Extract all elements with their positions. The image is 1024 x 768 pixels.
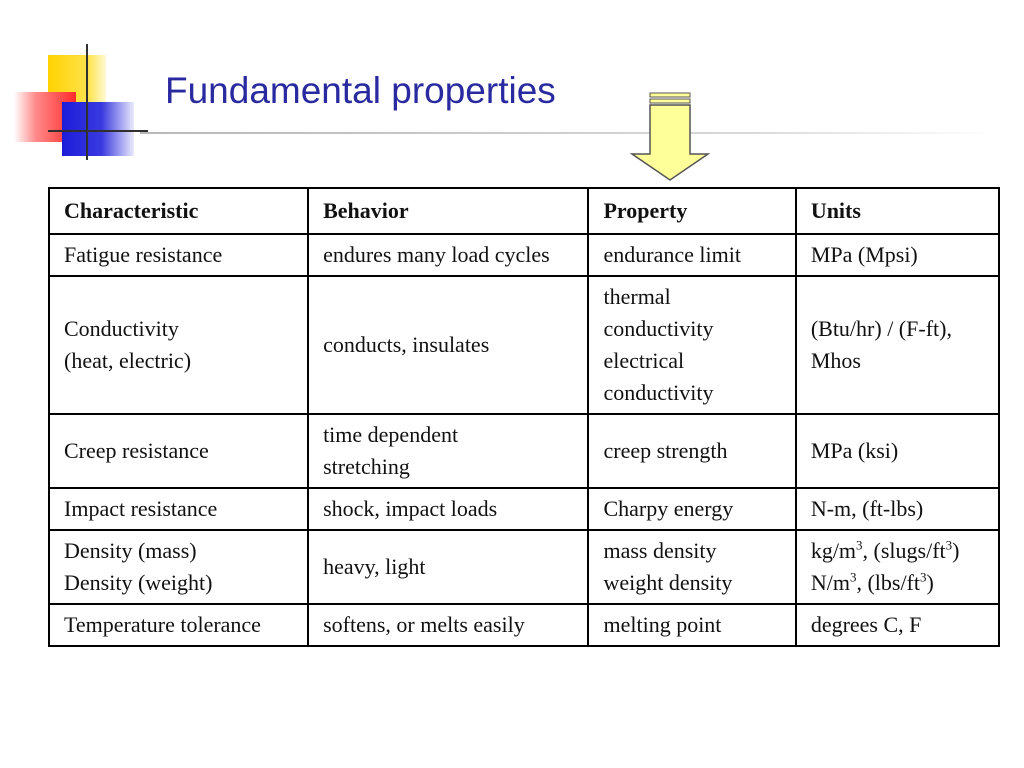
title-underline [140,132,1000,134]
cell-line: Fatigue resistance [64,242,223,267]
cell-line: Charpy energy [603,496,734,521]
unit-text: N/m [810,570,850,595]
cell-line: melting point [603,612,722,637]
cell-characteristic: Temperature tolerance [47,603,310,647]
cell-property: Charpy energy [587,487,797,531]
cell-line: endures many load cycles [323,242,550,267]
cell-line: time dependent [323,422,459,447]
cell-characteristic: Density (mass) Density (weight) [47,529,310,605]
cell-line: Impact resistance [64,496,218,521]
colored-squares-logo-icon [0,0,160,170]
cell-line: N-m, (ft-lbs) [810,496,924,521]
header-characteristic: Characteristic [47,187,310,235]
cell-line: Density (weight) [64,570,213,595]
header-units: Units [794,187,1001,235]
cell-units: degrees C, F [794,603,1001,647]
cell-line: conducts, insulates [323,332,490,357]
logo-horizontal-line [48,130,148,132]
cell-line: weight density [603,570,733,595]
table-row: Temperature tolerance softens, or melts … [47,603,1001,647]
cell-line: conductivity [603,380,714,405]
cell-characteristic: Conductivity (heat, electric) [47,275,310,415]
cell-characteristic: Fatigue resistance [47,233,310,277]
properties-table: Characteristic Behavior Property Units F… [47,187,1001,647]
cell-line: (Btu/hr) / (F-ft), [810,316,952,341]
cell-line: (heat, electric) [64,348,192,373]
cell-units: MPa (ksi) [794,413,1001,489]
cell-characteristic: Impact resistance [47,487,310,531]
cell-property: creep strength [587,413,797,489]
cell-line: Mhos [810,348,861,373]
unit-text: ) [952,538,960,563]
cell-line: MPa (Mpsi) [810,242,918,267]
cell-line: kg/m3, (slugs/ft3) [811,535,984,567]
cell-line: N/m3, (lbs/ft3) [811,567,984,599]
cell-line: heavy, light [323,554,426,579]
cell-behavior: endures many load cycles [307,233,590,277]
cell-units: kg/m3, (slugs/ft3) N/m3, (lbs/ft3) [794,529,1001,605]
unit-text: kg/m [810,538,857,563]
page-title: Fundamental properties [165,70,556,111]
cell-property: endurance limit [587,233,797,277]
cell-behavior: heavy, light [307,529,590,605]
cell-characteristic: Creep resistance [47,413,310,489]
cell-line: stretching [323,454,410,479]
cell-line: degrees C, F [810,612,922,637]
cell-line: softens, or melts easily [323,612,525,637]
cell-line: conductivity [603,316,714,341]
cell-behavior: shock, impact loads [307,487,590,531]
header-behavior: Behavior [307,187,590,235]
cell-line: Conductivity [64,316,179,341]
cell-property: mass density weight density [587,529,797,605]
table-row: Conductivity (heat, electric) conducts, … [47,275,1001,415]
cell-property: thermal conductivity electrical conducti… [587,275,797,415]
logo-vertical-line [86,44,88,160]
cell-line: mass density [603,538,717,563]
cell-line: Temperature tolerance [64,612,261,637]
unit-superscript: 3 [945,537,953,553]
unit-superscript: 3 [856,537,863,553]
unit-superscript: 3 [920,569,927,585]
unit-text: , (slugs/ft [862,538,946,563]
unit-superscript: 3 [849,569,857,585]
cell-property: melting point [587,603,797,647]
cell-line: endurance limit [603,242,741,267]
cell-units: N-m, (ft-lbs) [794,487,1001,531]
table-row: Impact resistance shock, impact loads Ch… [47,487,1001,531]
cell-units: MPa (Mpsi) [794,233,1001,277]
cell-line: Creep resistance [64,438,209,463]
cell-line: electrical [603,348,685,373]
table-header-row: Characteristic Behavior Property Units [47,187,1001,235]
cell-behavior: softens, or melts easily [307,603,590,647]
cell-behavior: conducts, insulates [307,275,590,415]
cell-line: creep strength [603,438,728,463]
unit-text: , (lbs/ft [856,570,920,595]
header-property: Property [587,187,797,235]
unit-text: ) [926,570,934,595]
table-row: Creep resistance time dependent stretchi… [47,413,1001,489]
table-row: Fatigue resistance endures many load cyc… [47,233,1001,277]
cell-behavior: time dependent stretching [307,413,590,489]
cell-units: (Btu/hr) / (F-ft), Mhos [794,275,1001,415]
down-arrow-icon [629,92,711,181]
cell-line: Density (mass) [64,538,197,563]
cell-line: shock, impact loads [323,496,498,521]
cell-line: thermal [603,284,671,309]
logo-blue-square [62,102,134,156]
table-row: Density (mass) Density (weight) heavy, l… [47,529,1001,605]
cell-line: MPa (ksi) [810,438,899,463]
